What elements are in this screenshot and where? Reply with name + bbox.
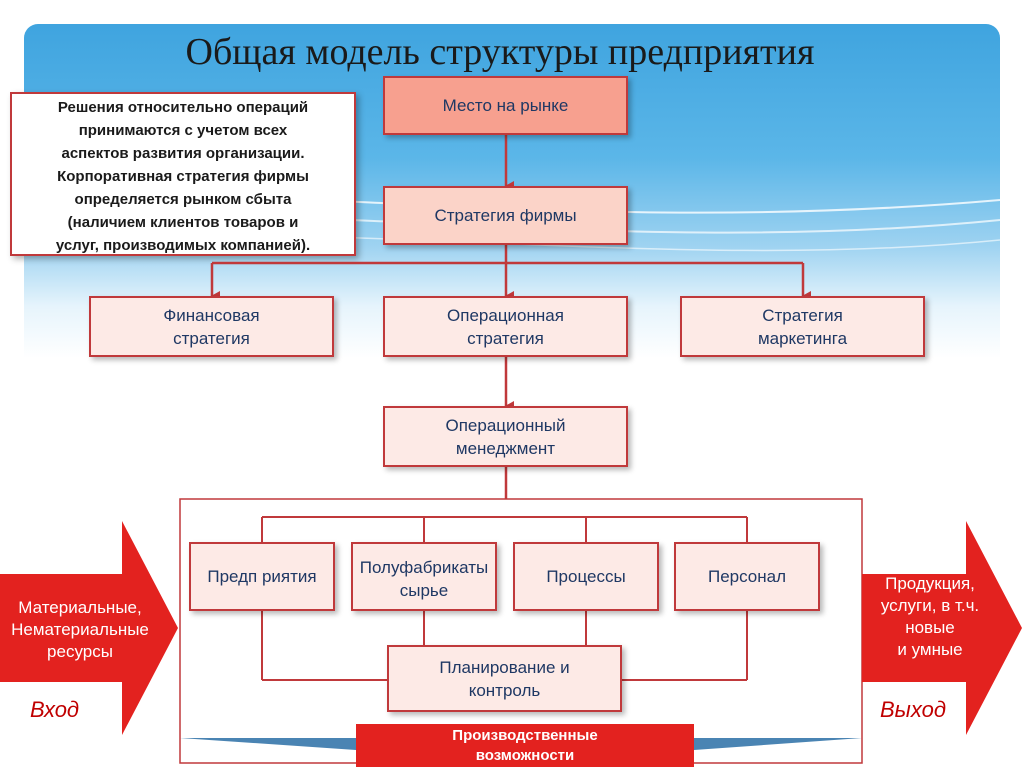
capabilities-label: Производственные возможности [356,726,694,766]
processes-label: Процессы [546,567,626,586]
note-line: Корпоративная стратегия фирмы [57,168,309,185]
input-line: Нематериальные [11,620,149,639]
marketing-strategy-line2: маркетинга [757,328,848,348]
input-arrow-shape [0,521,178,735]
input-arrow-label: Материальные, Нематериальные ресурсы [0,597,160,663]
semi-products-box: Полуфабрикаты сырье [351,542,497,611]
personnel-box: Персонал [674,542,820,611]
planning-control-box: Планирование и контроль [387,645,622,712]
operational-strategy-box: Операционная стратегия [383,296,628,357]
output-line: и умные [897,640,963,659]
note-line: (наличием клиентов товаров и [67,214,299,231]
page-title: Общая модель структуры предприятия [185,31,815,73]
operational-strategy-line1: Операционная [447,305,564,325]
input-label: Вход [30,697,80,722]
capabilities-line1: Производственные [452,727,598,744]
input-line: ресурсы [47,642,113,661]
output-line: услуги, в т.ч. [880,596,980,615]
market-position-label: Место на рынке [442,96,569,115]
output-arrow-shape [862,521,1022,735]
firm-strategy-label: Стратегия фирмы [434,206,577,225]
marketing-strategy-box: Стратегия маркетинга [680,296,925,357]
semi-products-line1: Полуфабрикаты [359,558,489,577]
marketing-strategy-line1: Стратегия [762,305,843,325]
note-line: услуг, производимых компанией). [55,237,311,254]
operational-strategy-line2: стратегия [467,328,544,348]
output-label: Выход [880,697,947,722]
output-line: новые [905,618,955,637]
enterprise-label: Предп риятия [207,567,317,586]
explanation-note: Решения относительно операций принимаютс… [10,92,356,256]
financial-strategy-box: Финансовая стратегия [89,296,334,357]
input-line: Материальные, [18,598,142,617]
capabilities-line2: возможности [475,747,575,764]
note-line: определяется рынком сбыта [74,191,292,208]
processes-box: Процессы [513,542,659,611]
capabilities-bar [356,724,694,767]
note-line: принимаются с учетом всех [78,122,288,139]
note-line: аспектов развития организации. [61,145,305,162]
financial-strategy-line1: Финансовая [163,305,260,325]
semi-products-line2: сырье [399,581,449,600]
personnel-label: Персонал [707,567,787,586]
planning-control-line1: Планирование и [439,657,570,677]
planning-control-line2: контроль [468,680,541,700]
firm-strategy-box: Стратегия фирмы [383,186,628,245]
enterprise-box: Предп риятия [189,542,335,611]
operational-management-line2: менеджмент [455,438,556,458]
operational-management-box: Операционный менеджмент [383,406,628,467]
financial-strategy-line2: стратегия [173,328,250,348]
operational-management-line1: Операционный [445,415,566,435]
operations-frame [179,498,863,764]
output-arrow-label: Продукция, услуги, в т.ч. новые и умные [862,573,998,661]
note-line: Решения относительно операций [57,99,309,116]
market-position-box: Место на рынке [383,76,628,135]
output-line: Продукция, [885,574,975,593]
